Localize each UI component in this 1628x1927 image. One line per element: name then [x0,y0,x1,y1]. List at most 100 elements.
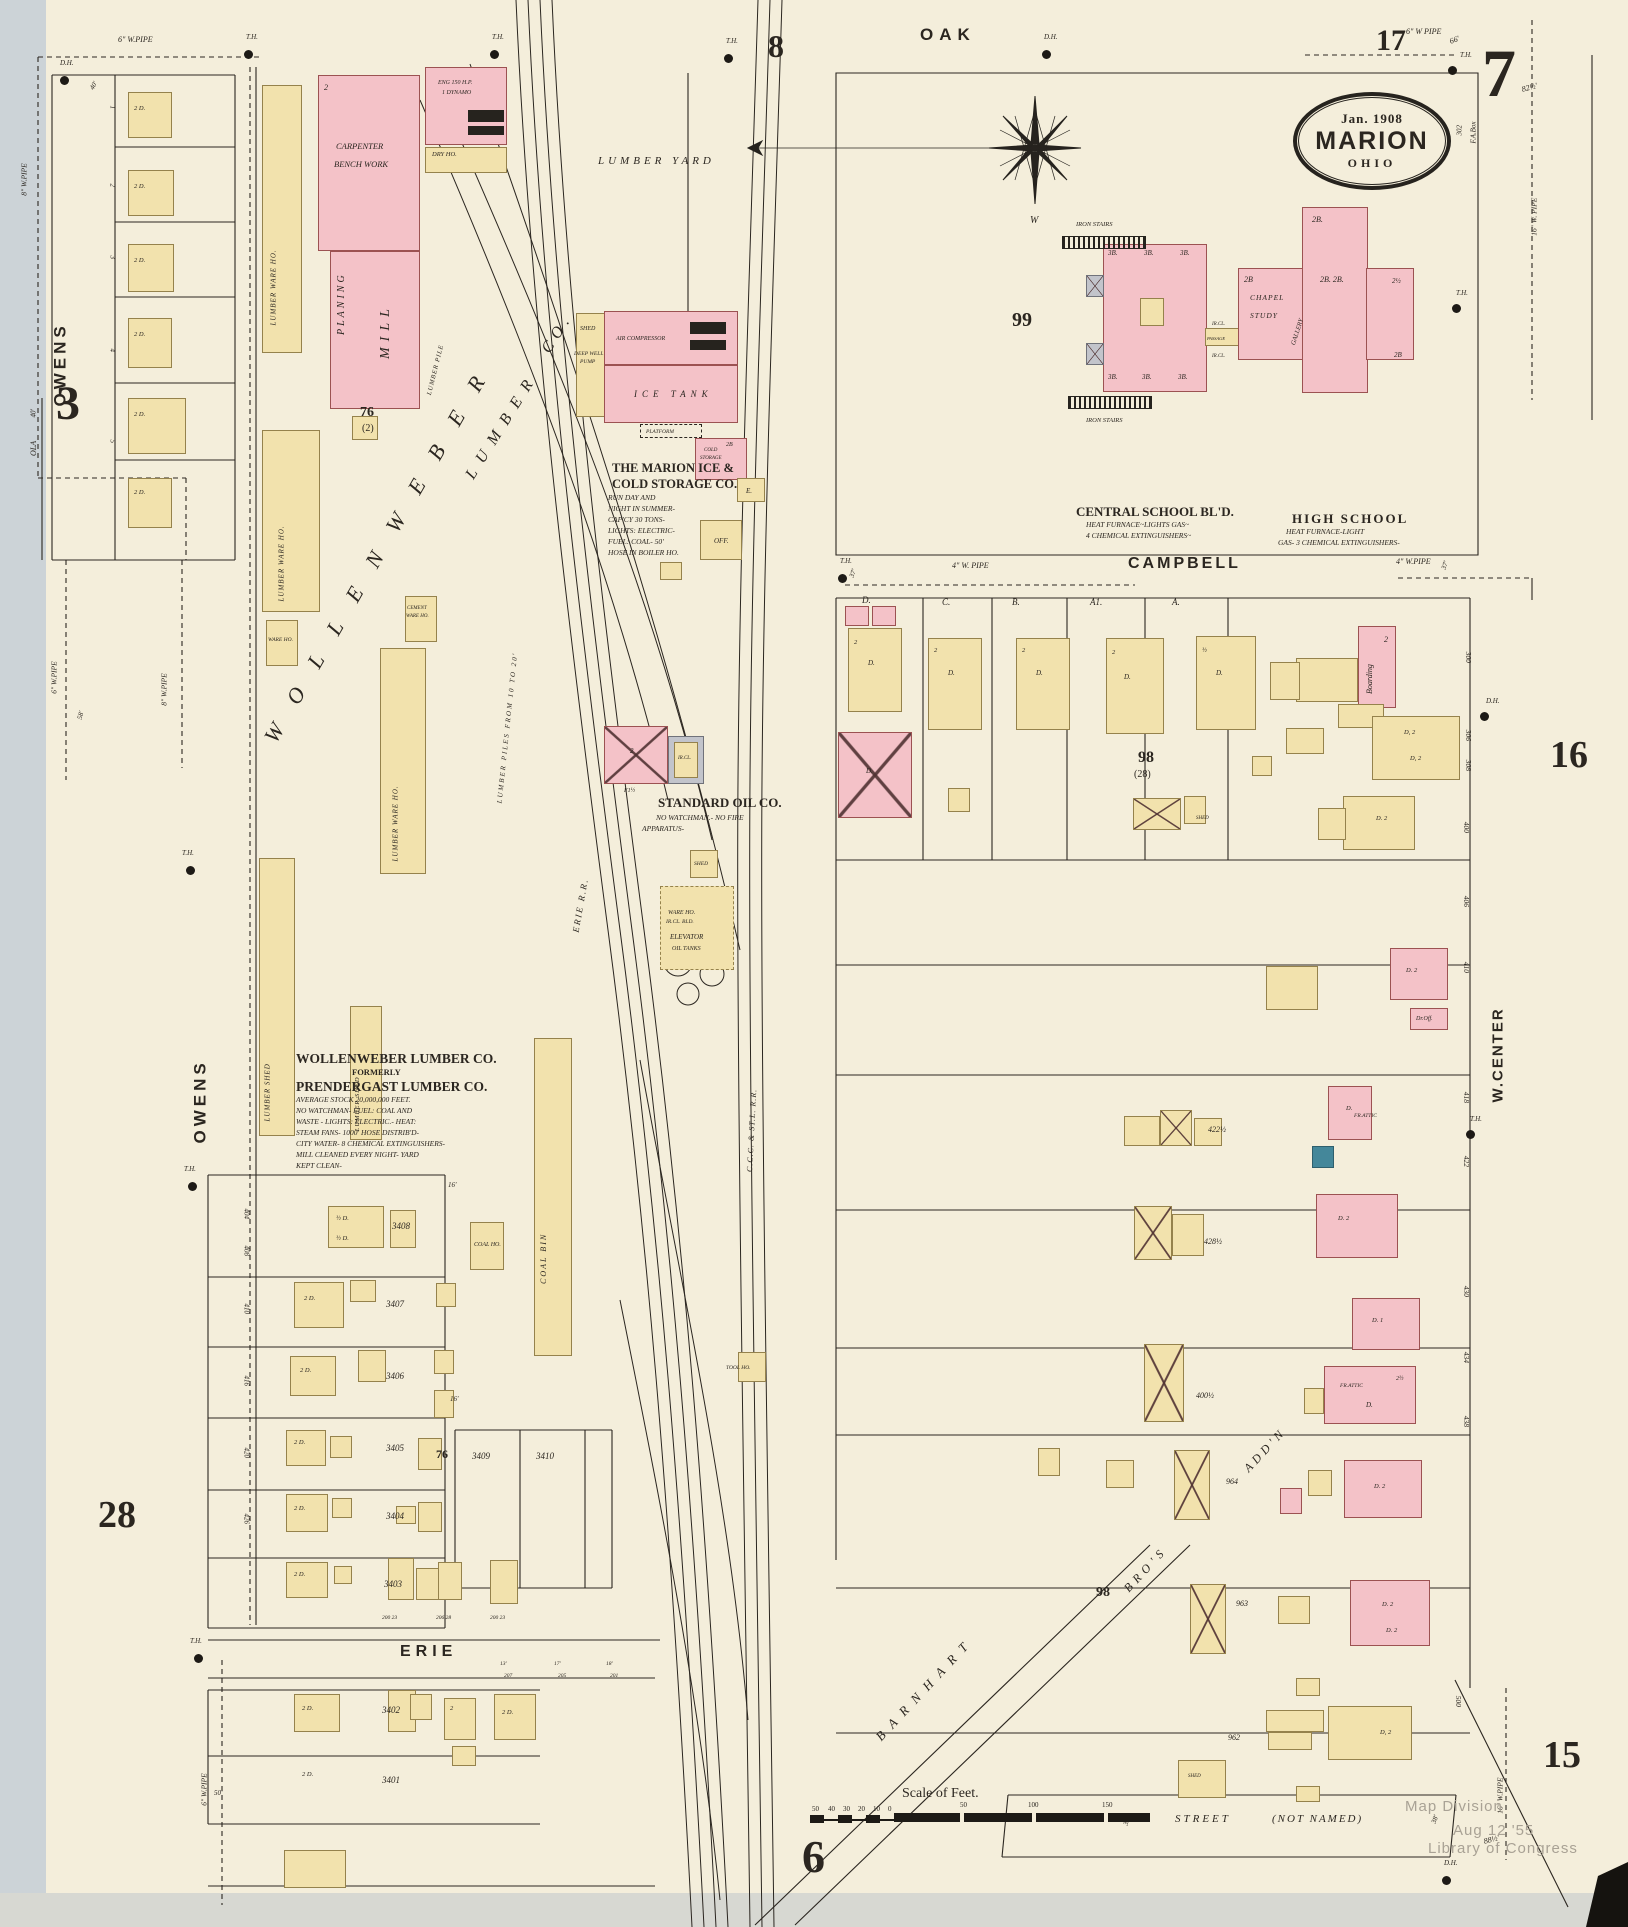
map-label: HOSE IN BOILER HO. [608,548,679,557]
building [1266,1710,1324,1732]
map-line [1454,1679,1569,1908]
building [845,606,869,626]
building [294,1694,340,1732]
scale-tick: 0 [888,1805,892,1813]
map-label: CHAPEL [1250,293,1285,302]
scale-tick: 100 [1028,1801,1039,1809]
map-label: 2 D. [134,257,146,264]
map-label: 16' [450,1395,459,1403]
building [390,1210,416,1248]
map-label: AVERAGE STOCK 20,000,000 FEET. [296,1095,411,1104]
map-label: 4" W. PIPE [952,561,989,570]
building [700,520,742,560]
map-label: 2 D. [294,1505,306,1512]
map-label: 1 DYNAMO [442,90,472,96]
building [330,251,420,409]
map-label: 3410 [536,1451,554,1461]
map-label: D. 2 [1382,1601,1394,1608]
building [318,75,420,251]
building [444,1698,476,1740]
map-label: 2 D. [304,1295,316,1302]
map-label: COLD [704,448,718,453]
map-label: 2B [1244,275,1253,284]
building [128,92,172,138]
map-label: GAS- 3 CHEMICAL EXTINGUISHERS- [1278,538,1400,547]
scan-edge-bottom [0,1893,1628,1927]
map-label: T.H. [840,557,852,565]
building [1016,638,1070,730]
map-label: 2 [1022,647,1026,654]
map-label: WOLLENWEBER LUMBER CO. [296,1051,497,1066]
hydrant-dot [1480,712,1489,721]
map-line [619,1299,721,1901]
building [286,1562,328,1598]
map-label: ELEVATOR [670,933,704,941]
map-line [527,0,705,1927]
hydrant-dot [1466,1130,1475,1139]
building [1144,1344,1184,1422]
hydrant-dot [194,1654,203,1663]
map-label: 17' [554,1661,561,1667]
map-label: 3B. [1142,373,1152,381]
building [418,1438,442,1470]
map-label: 6" W.PIPE [118,35,153,44]
building [1318,808,1346,840]
map-label: CENTRAL SCHOOL BL'D. [1076,504,1234,519]
building [1184,796,1206,824]
map-label: COLD STORAGE CO. [612,477,738,491]
map-label: 3409 [472,1451,490,1461]
map-label: B. [1012,597,1020,607]
building [872,606,896,626]
map-label: PUMP [580,359,596,365]
building [838,732,912,818]
map-line [551,0,729,1927]
building [294,1282,344,1328]
building [1324,1366,1416,1424]
building [1308,1470,1332,1496]
building [350,1280,376,1302]
building [470,1222,504,1270]
map-label: APPARATUS- [642,824,685,833]
building [1086,343,1104,365]
building [690,322,726,334]
map-label: STREET [1175,1813,1231,1825]
building [128,318,172,368]
building [416,1568,440,1600]
map-label: 2 [1112,649,1116,656]
building [1312,1146,1334,1168]
map-label: 4" W.PIPE [1396,557,1431,566]
building [405,596,437,642]
map-label: 2½ [1392,277,1401,285]
building [1352,1298,1420,1350]
map-label: ICE TANK [634,389,713,399]
map-label: D. 2 [1338,1215,1350,1222]
building [1410,1008,1448,1030]
map-label: 3B. [1178,373,1188,381]
map-label: OIL TANKS [672,946,701,952]
map-label: W [1030,215,1039,226]
building [640,424,702,438]
building [1134,1206,1172,1260]
building [674,742,698,778]
map-label: 3407 [386,1299,404,1309]
map-label: D. [1216,669,1223,677]
building [690,340,726,350]
hydrant-dot [838,574,847,583]
building [286,1430,326,1466]
map-label: 17 [1376,24,1406,57]
map-label: OFF. [714,537,729,545]
map-label: 6" W PIPE [1406,27,1442,36]
building [1196,636,1256,730]
building [1238,268,1304,360]
building [388,1558,414,1600]
building [604,311,738,365]
map-label: (2) [362,423,374,434]
map-line [794,1544,1191,1926]
stamp-line-3: Library of Congress [1428,1840,1578,1857]
map-label: SHED [1196,816,1209,821]
map-label: D, 2 [1380,1729,1392,1736]
building [1038,1448,1060,1476]
map-label: 13' [500,1661,507,1667]
map-label: 50' [214,1789,223,1797]
